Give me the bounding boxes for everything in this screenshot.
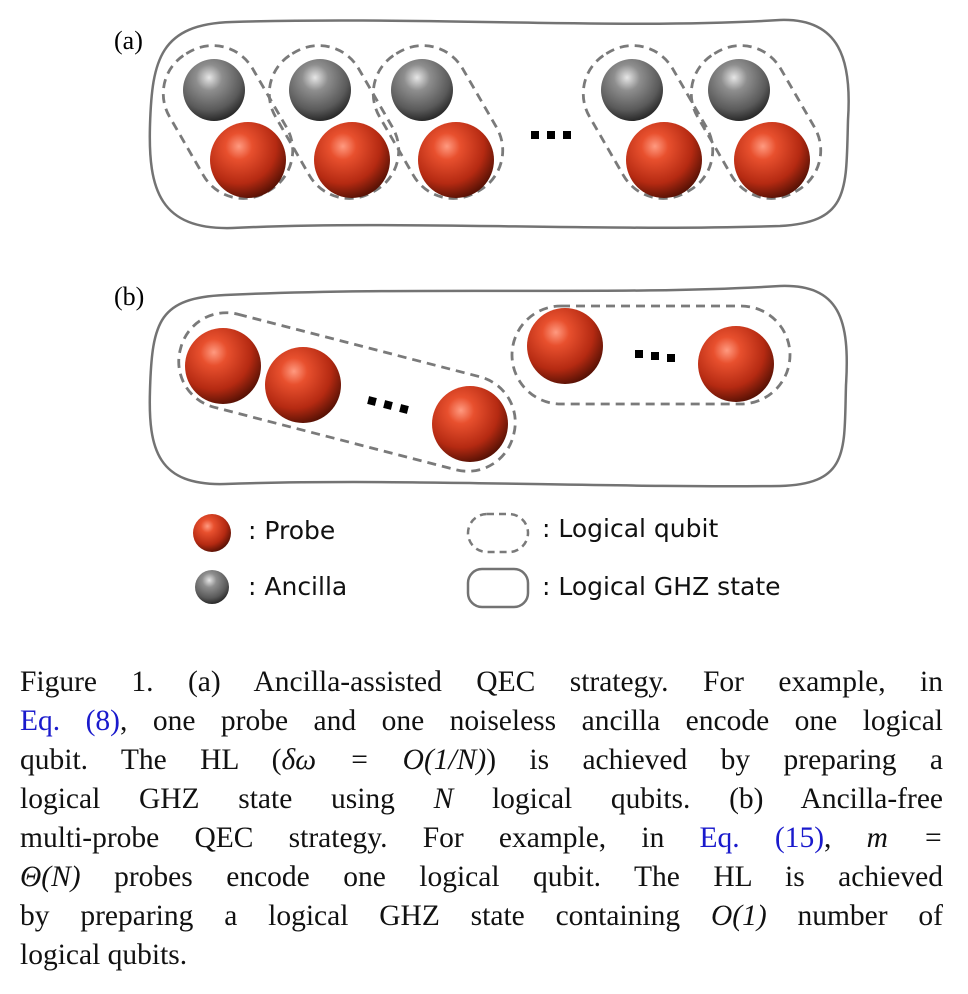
probe-sphere: [418, 122, 494, 198]
figure-caption: Figure 1. (a) Ancilla-assisted QEC strat…: [20, 663, 943, 975]
probe-sphere: [698, 326, 774, 402]
logical-qubit-outline: [689, 44, 823, 200]
probe-sphere: [626, 122, 702, 198]
ancilla-sphere: [708, 59, 770, 121]
legend-ancilla-label: : Ancilla: [248, 572, 348, 601]
math-hl: δω = O(1/N): [281, 744, 487, 776]
probe-sphere: [432, 386, 508, 462]
logical-qubit-outline: [267, 44, 401, 200]
probe-sphere: [734, 122, 810, 198]
ancilla-sphere: [391, 59, 453, 121]
probe-sphere: [210, 122, 286, 198]
logical-qubit-outline: [177, 311, 517, 473]
legend-probe-label: : Probe: [248, 516, 336, 545]
caption-line: multi-probe QEC strategy. For example, i…: [20, 822, 944, 854]
eq15-link[interactable]: Eq. (15): [699, 822, 825, 854]
legend-ghz-label: : Logical GHZ state: [542, 572, 781, 601]
eq8-link[interactable]: Eq. (8): [20, 705, 121, 737]
legend-probe-icon: [193, 514, 231, 552]
caption-line: Figure 1. (a) Ancilla-assisted QEC strat…: [20, 666, 943, 698]
probe-sphere: [265, 347, 341, 423]
caption-line: Eq. (8), one probe and one noiseless anc…: [20, 705, 943, 737]
legend-logical-qubit-label: : Logical qubit: [542, 514, 719, 543]
caption-line: logical qubits.: [20, 939, 188, 971]
caption-line: logical GHZ state using N logical qubits…: [20, 783, 944, 815]
ellipsis-dots: [367, 350, 675, 414]
ghz-state-outline-b: [148, 284, 848, 488]
ghz-state-outline-a: [148, 18, 850, 230]
caption-line: by preparing a logical GHZ state contain…: [20, 900, 943, 932]
probe-sphere: [314, 122, 390, 198]
caption-line: Θ(N) probes encode one logical qubit. Th…: [20, 861, 943, 893]
probe-sphere: [185, 328, 261, 404]
logical-qubit-outline: [371, 44, 505, 200]
legend-logical-qubit-icon: [466, 512, 530, 554]
logical-qubit-outline: [510, 304, 792, 406]
figure-diagram: [148, 18, 850, 609]
ancilla-sphere: [183, 59, 245, 121]
panel-b-label: (b): [114, 282, 145, 311]
ancilla-sphere: [289, 59, 351, 121]
caption-line: qubit. The HL (δω = O(1/N)) is achieved …: [20, 744, 943, 776]
ancilla-sphere: [601, 59, 663, 121]
legend-ancilla-icon: [195, 570, 229, 604]
ellipsis-dots: [531, 131, 571, 139]
logical-qubit-outline: [581, 44, 715, 200]
legend-ghz-icon: [466, 567, 530, 609]
panel-a-label: (a): [114, 26, 143, 55]
probe-sphere: [527, 308, 603, 384]
